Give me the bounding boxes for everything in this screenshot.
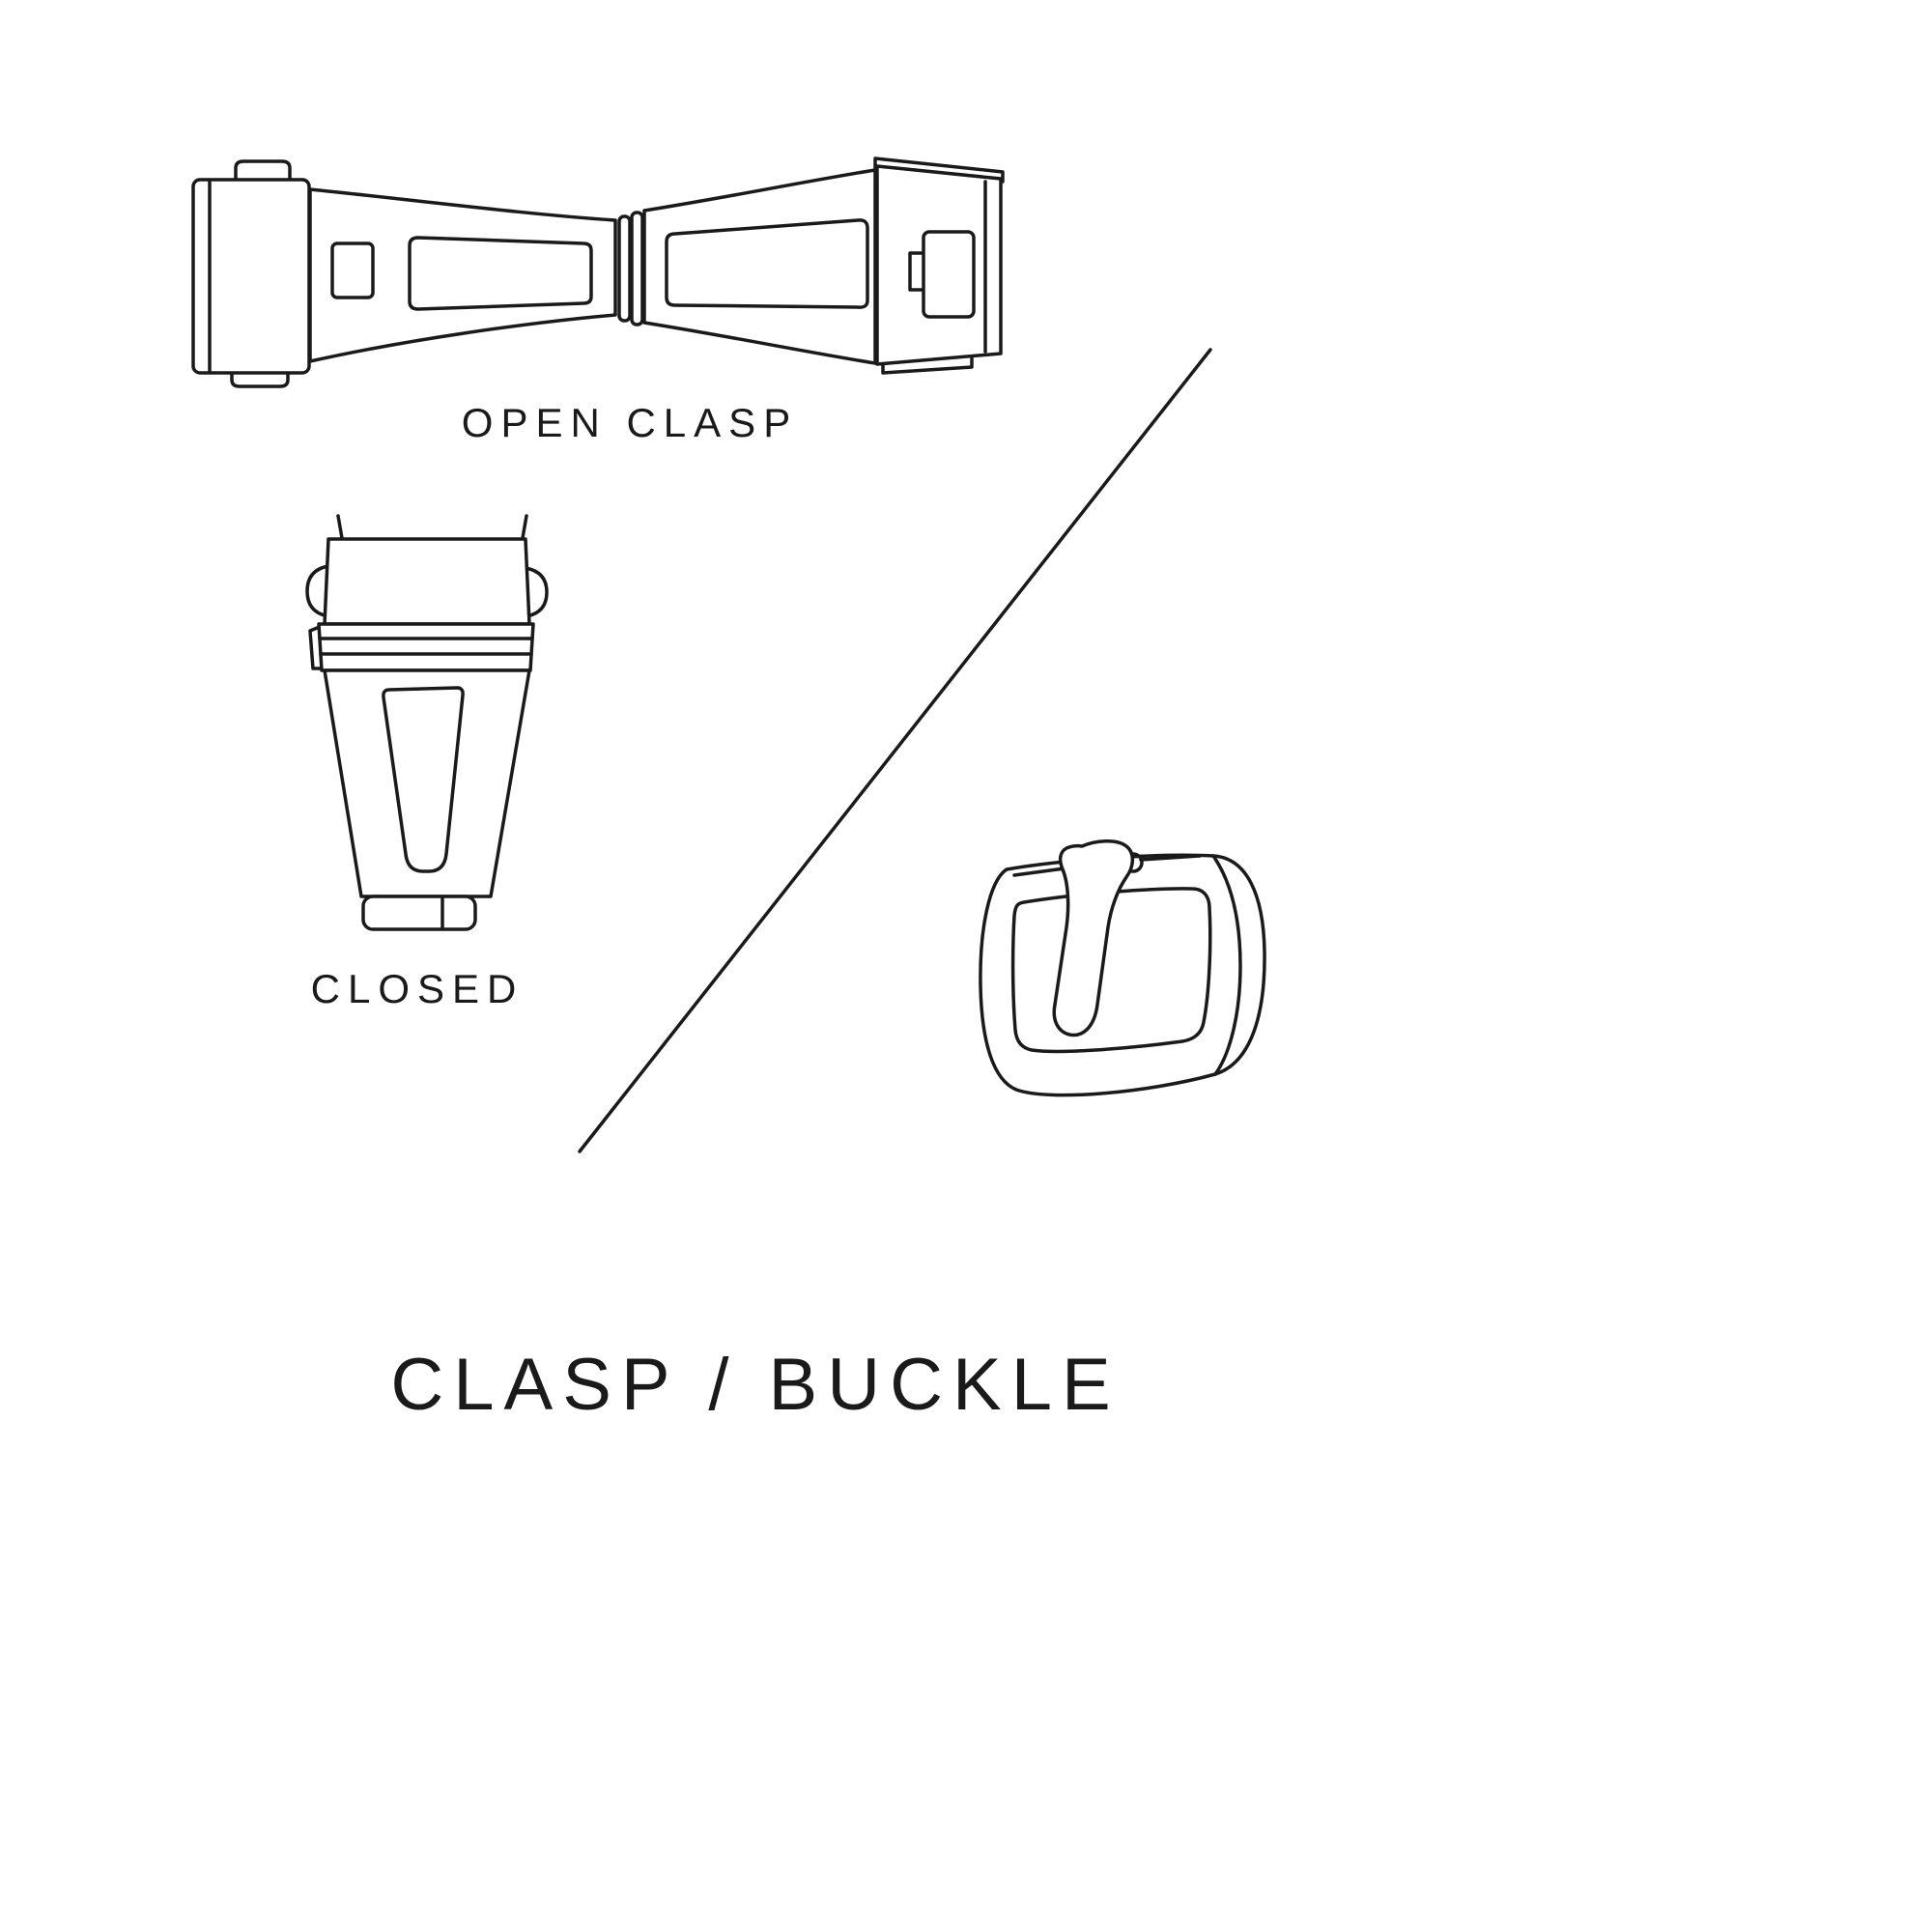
buckle-frame-thickness bbox=[1211, 854, 1242, 1076]
side-tab-right bbox=[524, 566, 549, 618]
left-blade-window bbox=[408, 236, 593, 311]
clasp-body bbox=[323, 668, 531, 898]
hinge-bar-right bbox=[630, 211, 644, 327]
band-left-notch bbox=[308, 624, 325, 670]
clasp-body-window bbox=[382, 686, 465, 873]
left-endlink-bottom-tab bbox=[230, 367, 290, 388]
pin-right-segment bbox=[1139, 854, 1202, 862]
open-clasp-illustration bbox=[191, 156, 1005, 388]
buckle-illustration bbox=[979, 839, 1266, 1097]
closed-label: CLOSED bbox=[310, 966, 525, 1011]
buckle-tongue bbox=[1052, 839, 1135, 1037]
page-title: CLASP / BUCKLE bbox=[390, 1344, 1121, 1426]
right-end-bottom-tab bbox=[881, 356, 974, 375]
left-blade-hook bbox=[330, 242, 375, 299]
band-section bbox=[317, 622, 535, 672]
side-tab-left bbox=[305, 564, 330, 618]
prong-right bbox=[521, 514, 528, 540]
right-end-hook bbox=[908, 251, 925, 292]
right-end-loop bbox=[922, 230, 976, 319]
divider-line bbox=[578, 348, 1212, 1153]
pin-left-segment bbox=[1012, 867, 1066, 877]
left-endlink-top-tab bbox=[234, 159, 292, 185]
left-blade bbox=[308, 187, 617, 363]
open-clasp-label: OPEN CLASP bbox=[461, 400, 799, 445]
right-end-top-plate bbox=[873, 156, 1005, 184]
right-blade-window bbox=[665, 218, 869, 309]
bottom-cap bbox=[361, 895, 477, 931]
hinge-bar-left bbox=[617, 214, 632, 323]
closed-clasp-illustration bbox=[305, 514, 549, 931]
buckle-opening bbox=[1010, 887, 1212, 1054]
top-block bbox=[323, 537, 531, 626]
right-blade bbox=[642, 168, 877, 365]
prong-left bbox=[336, 514, 344, 540]
